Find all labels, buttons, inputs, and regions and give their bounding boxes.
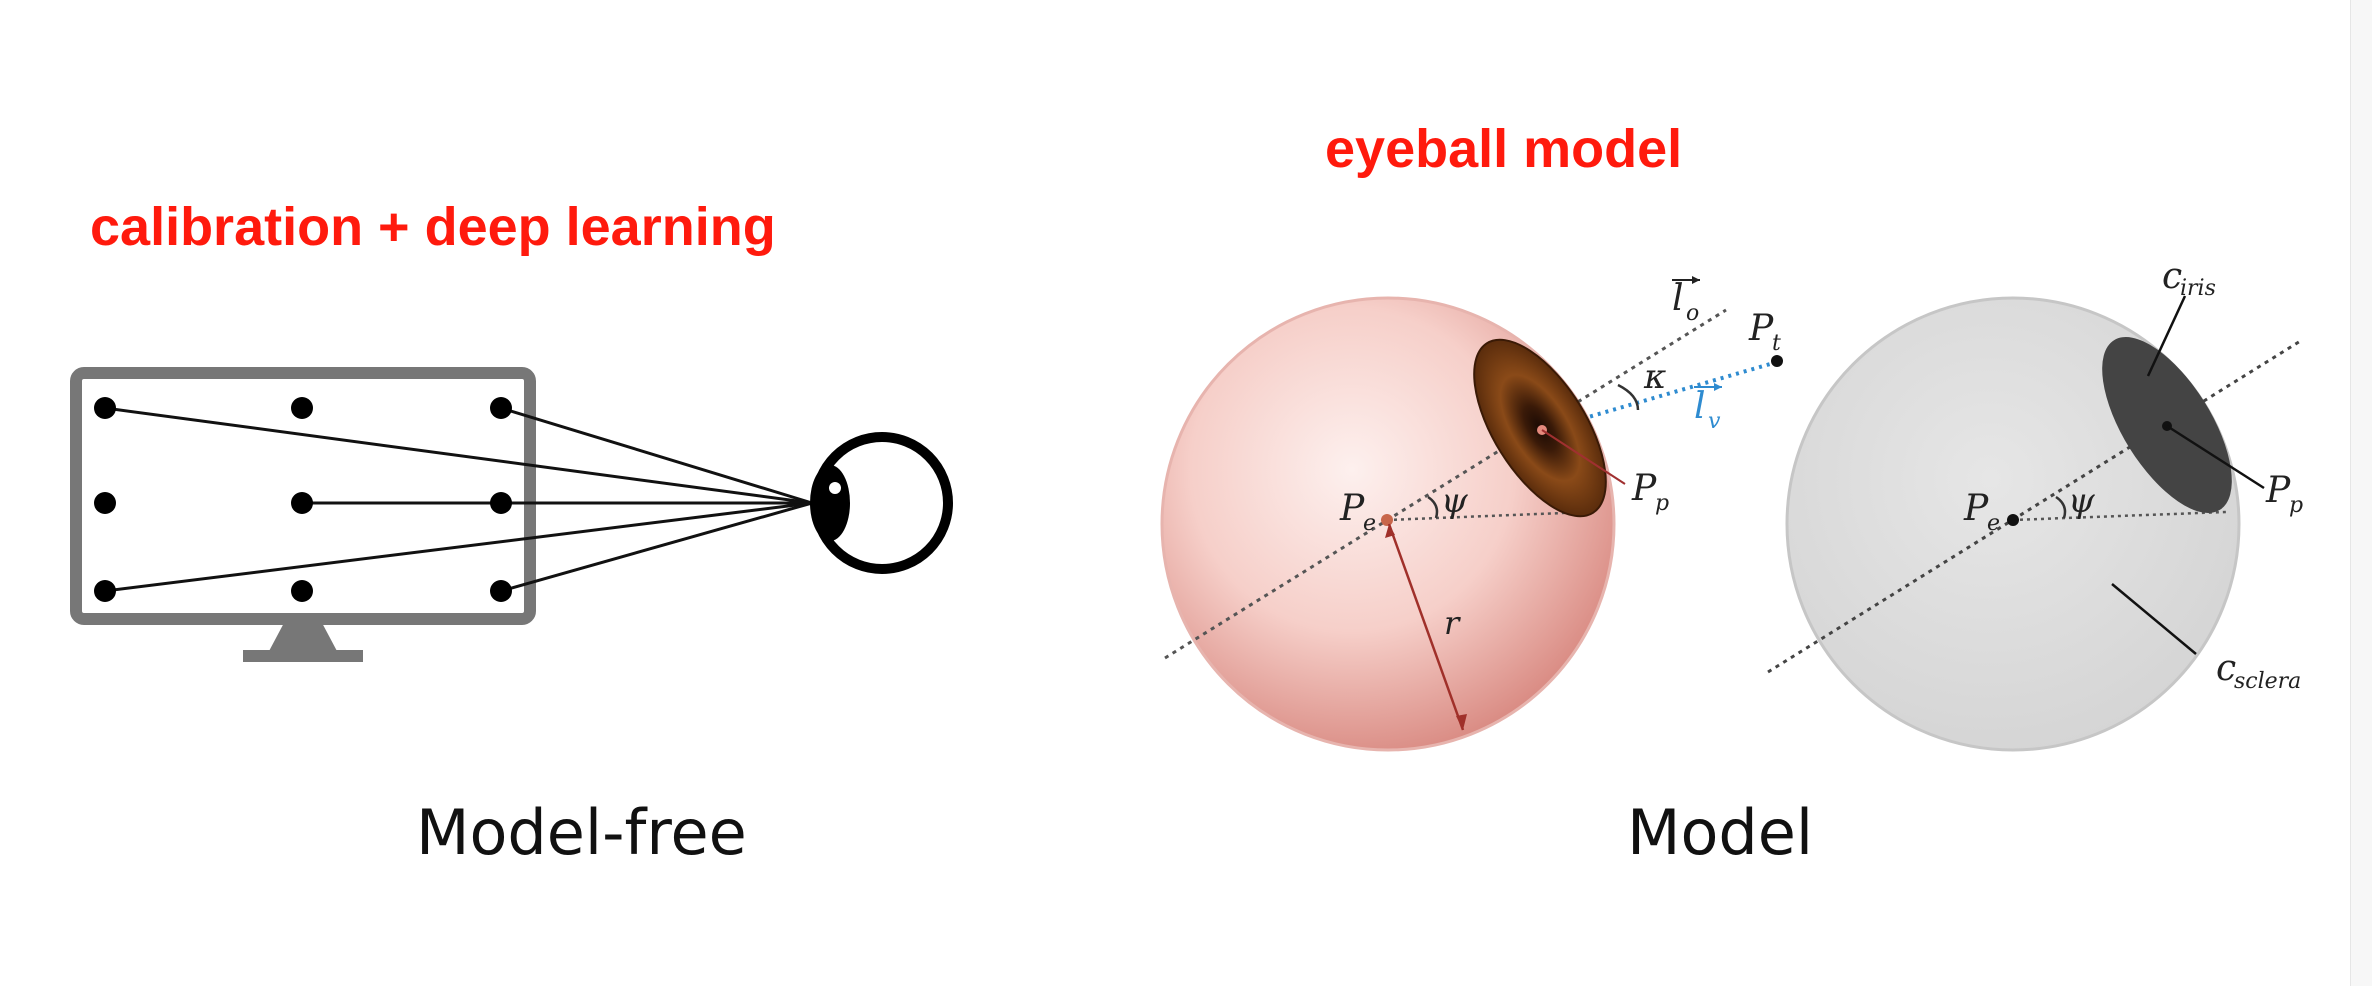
eye-icon bbox=[810, 432, 953, 574]
kappa-arc bbox=[1617, 383, 1640, 411]
svg-text:t: t bbox=[1772, 331, 1781, 356]
gaze-lines bbox=[104, 406, 813, 593]
monitor-stand bbox=[268, 621, 338, 653]
psi-label: ψ bbox=[2068, 481, 2095, 521]
radius-arrowhead-bottom bbox=[1456, 714, 1467, 730]
svg-text:p: p bbox=[1655, 491, 1669, 516]
svg-text:P: P bbox=[1631, 468, 1657, 509]
svg-text:P: P bbox=[1963, 488, 1989, 529]
svg-text:v: v bbox=[1708, 409, 1721, 434]
calibration-dot bbox=[94, 492, 116, 514]
heading-calibration-deep-learning: calibration + deep learning bbox=[90, 197, 776, 257]
visual-axis-label: l v bbox=[1694, 383, 1722, 434]
svg-text:e: e bbox=[1987, 511, 2000, 536]
calibration-points bbox=[94, 397, 512, 602]
calibration-dot bbox=[490, 580, 512, 602]
svg-text:l: l bbox=[1672, 278, 1684, 319]
svg-text:P: P bbox=[1748, 308, 1774, 349]
eye-center-point bbox=[2007, 514, 2019, 526]
eyeball-model-diagram: l o P t κ l v P p P e ψ r bbox=[1160, 276, 1783, 752]
sclera-leader-line bbox=[2111, 583, 2197, 655]
caption-model: Model bbox=[1627, 796, 1814, 869]
pupil-leader-line bbox=[1541, 429, 1626, 485]
iris-leader-line bbox=[2146, 295, 2187, 377]
monitor-frame bbox=[70, 367, 536, 625]
svg-text:c: c bbox=[2162, 256, 2182, 297]
eye-center-label: P e bbox=[1339, 488, 1376, 536]
monitor-base bbox=[243, 650, 363, 662]
calibration-dot bbox=[94, 397, 116, 419]
calibration-dot bbox=[490, 492, 512, 514]
calibration-dot bbox=[291, 397, 313, 419]
svg-text:P: P bbox=[2265, 470, 2291, 511]
pupil-leader-line bbox=[2166, 424, 2265, 490]
psi-arc bbox=[2055, 495, 2067, 519]
target-point bbox=[1771, 355, 1783, 367]
kappa-label: κ bbox=[1643, 357, 1666, 397]
calibration-dot bbox=[291, 580, 313, 602]
optical-axis-label: l o bbox=[1672, 276, 1700, 326]
vertical-scrollbar[interactable] bbox=[2350, 0, 2372, 986]
svg-text:iris: iris bbox=[2180, 276, 2216, 301]
svg-text:o: o bbox=[1686, 301, 1699, 326]
radius-line bbox=[1387, 523, 1465, 731]
radius-label: r bbox=[1444, 604, 1461, 642]
heading-eyeball-model: eyeball model bbox=[1325, 119, 1683, 179]
svg-text:l: l bbox=[1694, 386, 1706, 427]
psi-base-line bbox=[1386, 510, 1589, 522]
target-label: P t bbox=[1748, 308, 1781, 356]
eye-center-point bbox=[1381, 514, 1393, 526]
iris-label: c iris bbox=[2162, 256, 2216, 301]
calibration-dot bbox=[490, 397, 512, 419]
radius-arrowhead-top bbox=[1385, 524, 1395, 538]
monitor-illustration bbox=[70, 367, 536, 662]
sclera-label: c sclera bbox=[2216, 648, 2301, 694]
optical-axis-line bbox=[1767, 338, 2303, 674]
psi-base-line bbox=[2012, 510, 2227, 522]
svg-text:sclera: sclera bbox=[2234, 669, 2301, 694]
pupil-label: P p bbox=[1631, 468, 1669, 516]
svg-text:e: e bbox=[1363, 511, 1376, 536]
svg-text:p: p bbox=[2289, 493, 2303, 518]
svg-text:c: c bbox=[2216, 648, 2236, 689]
psi-label: ψ bbox=[1441, 481, 1468, 521]
pupil-label: P p bbox=[2265, 470, 2303, 518]
segmentation-model-diagram: c iris P p P e ψ c sclera bbox=[1767, 256, 2303, 752]
svg-text:P: P bbox=[1339, 488, 1365, 529]
caption-model-free: Model-free bbox=[416, 796, 747, 869]
calibration-dot bbox=[291, 492, 313, 514]
optical-axis-line bbox=[1164, 308, 1727, 660]
eye-center-label: P e bbox=[1963, 488, 2000, 536]
psi-arc bbox=[1427, 495, 1439, 519]
calibration-dot bbox=[94, 580, 116, 602]
